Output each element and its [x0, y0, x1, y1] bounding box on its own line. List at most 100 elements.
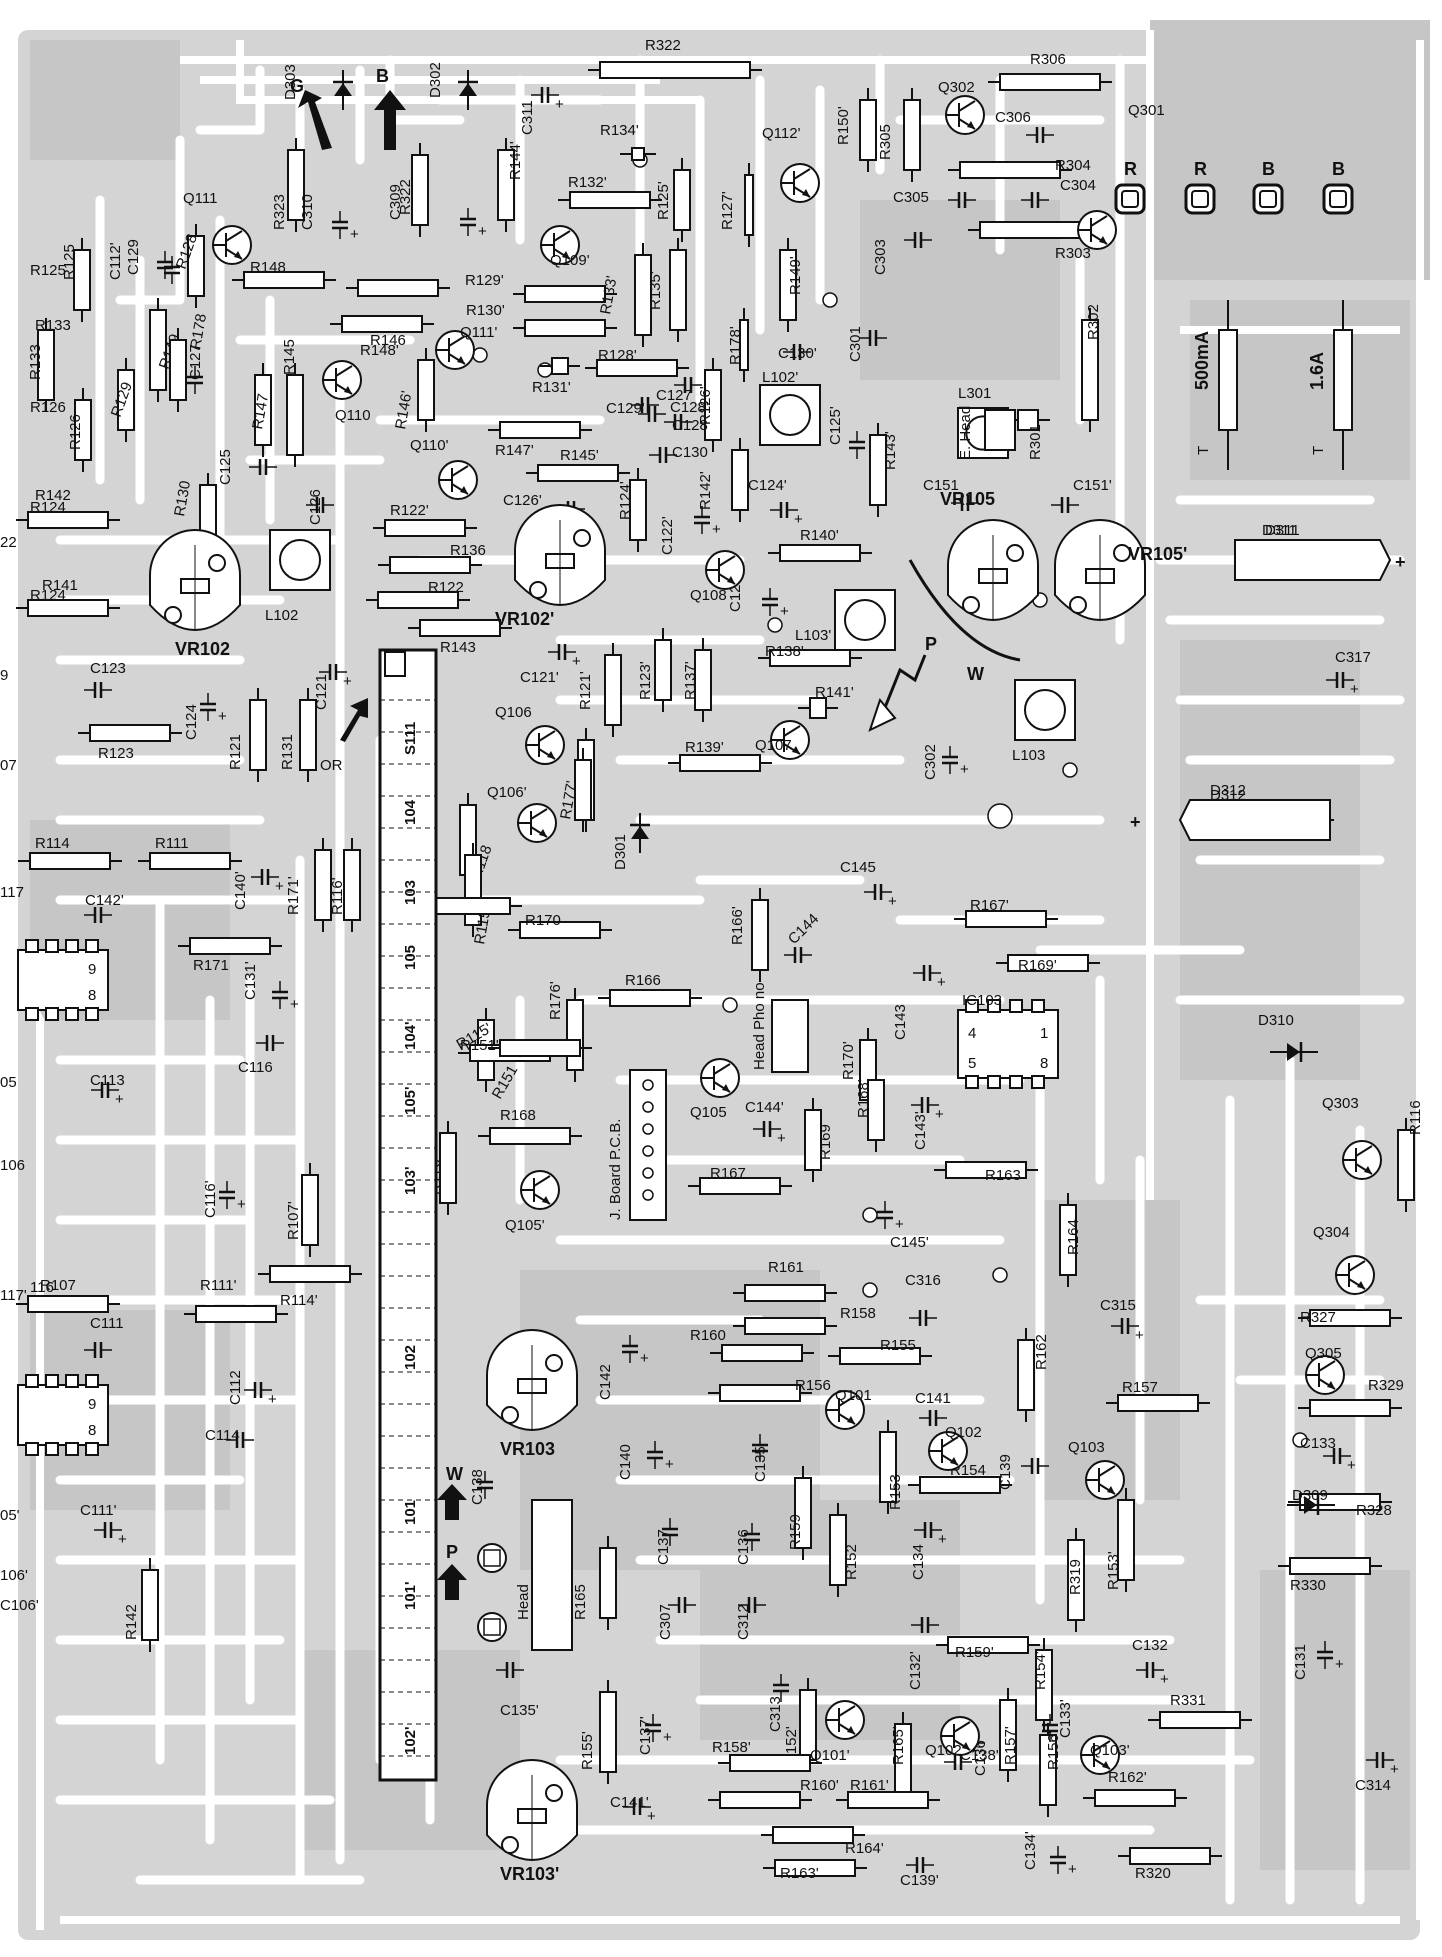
- resistor: R306: [988, 51, 1112, 91]
- edge-label: 106: [0, 1157, 25, 1174]
- trimmer-label: VR103: [500, 1439, 555, 1459]
- annotation: J. Board P.C.B.: [607, 1119, 624, 1220]
- transistor: Q103': [1080, 1735, 1130, 1775]
- transistor-body: [212, 225, 252, 265]
- transistor-arrow: [792, 746, 800, 754]
- resistor-label: R133': [597, 274, 620, 315]
- resistor: R319: [1067, 1528, 1085, 1632]
- resistor-body: [704, 369, 722, 441]
- resistor: R157': [999, 1688, 1019, 1782]
- transistor-body: [825, 1390, 865, 1430]
- transistor-label: Q112': [762, 125, 801, 142]
- transistor-body: [940, 1716, 980, 1756]
- transistor-collector: [783, 725, 801, 737]
- resistor-label: R115: [471, 909, 494, 946]
- resistor-body: [979, 221, 1081, 239]
- resistor-body: [301, 1174, 319, 1246]
- resistor-body: [314, 849, 332, 921]
- transistor-arrow: [460, 486, 468, 494]
- resistor-label: R127': [719, 191, 736, 230]
- pad: [862, 1282, 878, 1298]
- resistor-body: [569, 191, 651, 209]
- resistor-label: R139': [685, 739, 724, 756]
- resistor-label: R162: [1033, 1334, 1050, 1370]
- resistor: R150': [835, 88, 877, 172]
- switch-section-label: 105': [402, 1086, 419, 1115]
- transistor: Q110': [410, 437, 478, 500]
- resistor-body: [551, 357, 569, 375]
- ic-pin: [25, 939, 39, 953]
- diode-label: D303: [282, 64, 299, 100]
- trimmer: VR105: [940, 489, 1039, 621]
- resistor-body: [1081, 319, 1099, 421]
- capacitor: C111: [84, 1315, 124, 1358]
- capacitor: +C310: [299, 194, 359, 243]
- capacitor: +C317: [1326, 649, 1371, 698]
- resistor-body: [499, 1039, 581, 1057]
- ic-pin-number: 4: [968, 1025, 976, 1042]
- capacitor-label: C112: [227, 1370, 244, 1405]
- edge-label: C106': [0, 1597, 39, 1614]
- resistor-body: [879, 1431, 897, 1503]
- resistor-body: [599, 61, 751, 79]
- transistor-label: Q110: [335, 407, 371, 424]
- polarity-mark: +: [1350, 681, 1359, 698]
- resistor-body: [429, 897, 511, 915]
- capacitor: +C315: [1100, 1297, 1144, 1344]
- capacitor-label: C131': [242, 961, 259, 1000]
- resistor: R133': [597, 243, 652, 347]
- polarity-mark: +: [268, 1391, 277, 1408]
- resistor-label: R301: [1027, 424, 1044, 460]
- resistor-body: [249, 699, 267, 771]
- inductor: L102: [265, 529, 331, 624]
- transistor: Q107: [755, 720, 810, 760]
- terminal-hole: [1121, 190, 1139, 208]
- head-pad-inner: [483, 1618, 501, 1636]
- switch-section-label: 101': [402, 1581, 419, 1610]
- capacitor: +C124: [183, 693, 227, 740]
- resistor: R111': [184, 1277, 288, 1323]
- resistor-label: R169: [817, 1124, 834, 1160]
- trimmer-label: VR105': [1128, 544, 1187, 564]
- resistor-label: R125: [61, 244, 78, 280]
- capacitor-label: C304: [1060, 177, 1096, 194]
- capacitor-label: C310: [299, 194, 316, 230]
- pad: [1062, 762, 1078, 778]
- resistor-body: [847, 1791, 929, 1809]
- connector-pin: [642, 1123, 654, 1135]
- capacitor: C114: [205, 1427, 254, 1448]
- resistor: R178: [169, 312, 210, 412]
- resistor: R158: [733, 1305, 876, 1335]
- ic-pin: [65, 1442, 79, 1456]
- capacitor: C123: [84, 660, 126, 698]
- resistor: R128: [173, 224, 205, 308]
- polarity-mark: +: [1395, 552, 1406, 572]
- resistor-label: R164': [845, 1840, 884, 1857]
- transistor: Q105: [690, 1058, 740, 1121]
- resistor: R139': [668, 739, 772, 772]
- resistor-body: [524, 285, 606, 303]
- resistor: R125': [655, 158, 691, 242]
- fuse-rating: 500mA: [1192, 331, 1212, 390]
- resistor: R154: [908, 1462, 1012, 1494]
- resistor-label: R322: [645, 37, 681, 54]
- transistor-body: [520, 1170, 560, 1210]
- ic-pin-number: 9: [88, 961, 96, 978]
- transistor-collector: [451, 465, 469, 477]
- inductor-label: L103: [1012, 747, 1045, 764]
- resistor: R148': [346, 279, 450, 359]
- arrow-label: W: [967, 664, 984, 684]
- transistor-arrow: [847, 1416, 855, 1424]
- resistor-body: [195, 1305, 277, 1323]
- capacitor-label: C141: [915, 1390, 951, 1407]
- capacitor: C135: [752, 1434, 769, 1482]
- resistor-label: R133: [27, 344, 44, 380]
- capacitor-label: C121: [313, 674, 330, 710]
- resistor: R138': [758, 643, 862, 667]
- head-connector: [531, 1499, 573, 1651]
- diode-label: D309: [1292, 1487, 1328, 1504]
- resistor: R121: [227, 688, 267, 782]
- transistor-arrow: [727, 576, 735, 584]
- ic-pin: [65, 1007, 79, 1021]
- capacitor-label: C134: [910, 1544, 927, 1580]
